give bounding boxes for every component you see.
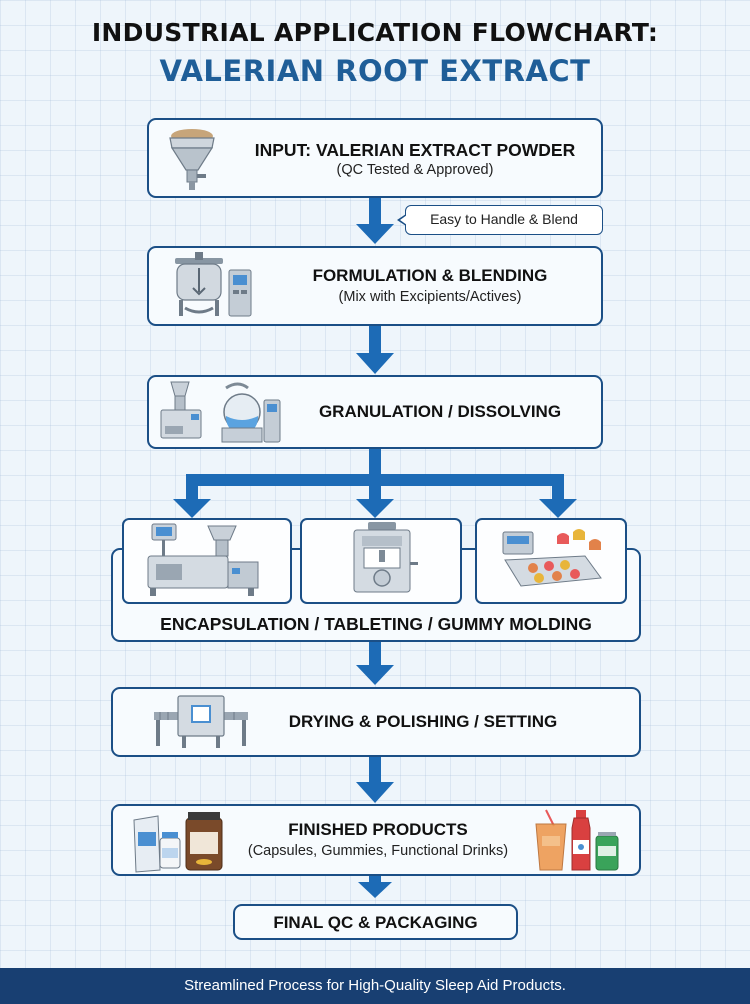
arrow-input-to-formulation <box>356 198 394 244</box>
formulation-step-label: FORMULATION & BLENDING <box>312 266 548 285</box>
handling-callout: Easy to Handle & Blend <box>397 205 603 235</box>
functional-drinks-icon <box>535 809 619 871</box>
arrow-processing-to-drying <box>356 642 394 685</box>
gummy-mold-icon <box>502 529 602 587</box>
hopper-icon <box>169 129 215 190</box>
title-line-2: VALERIAN ROOT EXTRACT <box>159 54 591 88</box>
input-step-label: INPUT: VALERIAN EXTRACT POWDER <box>254 140 576 160</box>
input-step-sub: (QC Tested & Approved) <box>336 162 494 178</box>
title-line-1: INDUSTRIAL APPLICATION FLOWCHART: <box>91 18 659 47</box>
input-step-box <box>147 118 603 198</box>
arrow-granulation-split <box>173 449 577 518</box>
arrow-formulation-to-granulation <box>356 326 394 374</box>
conveyor-dryer-icon <box>154 695 248 748</box>
finished-step-sub: (Capsules, Gummies, Functional Drinks) <box>247 843 509 859</box>
granulation-step-label: GRANULATION / DISSOLVING <box>318 402 562 421</box>
arrow-finished-to-final <box>358 876 392 898</box>
encapsulation-machine-icon <box>147 523 259 596</box>
granulator-icon <box>160 381 202 439</box>
drying-step-label: DRYING & POLISHING / SETTING <box>288 712 558 731</box>
finished-step-label: FINISHED PRODUCTS <box>288 820 468 839</box>
footer-banner: Streamlined Process for High-Quality Sle… <box>0 968 750 1004</box>
dissolving-tank-icon <box>221 382 281 443</box>
formulation-step-sub: (Mix with Excipients/Actives) <box>338 289 522 305</box>
final-step-box <box>233 904 518 940</box>
processing-step-label: ENCAPSULATION / TABLETING / GUMMY MOLDIN… <box>160 614 592 634</box>
formulation-step-box <box>147 246 603 326</box>
final-step-label: FINAL QC & PACKAGING <box>273 913 478 932</box>
supplement-bottles-icon <box>133 812 223 873</box>
tablet-press-icon <box>353 522 418 593</box>
arrow-drying-to-finished <box>356 757 394 803</box>
mixer-tank-icon <box>175 252 252 317</box>
